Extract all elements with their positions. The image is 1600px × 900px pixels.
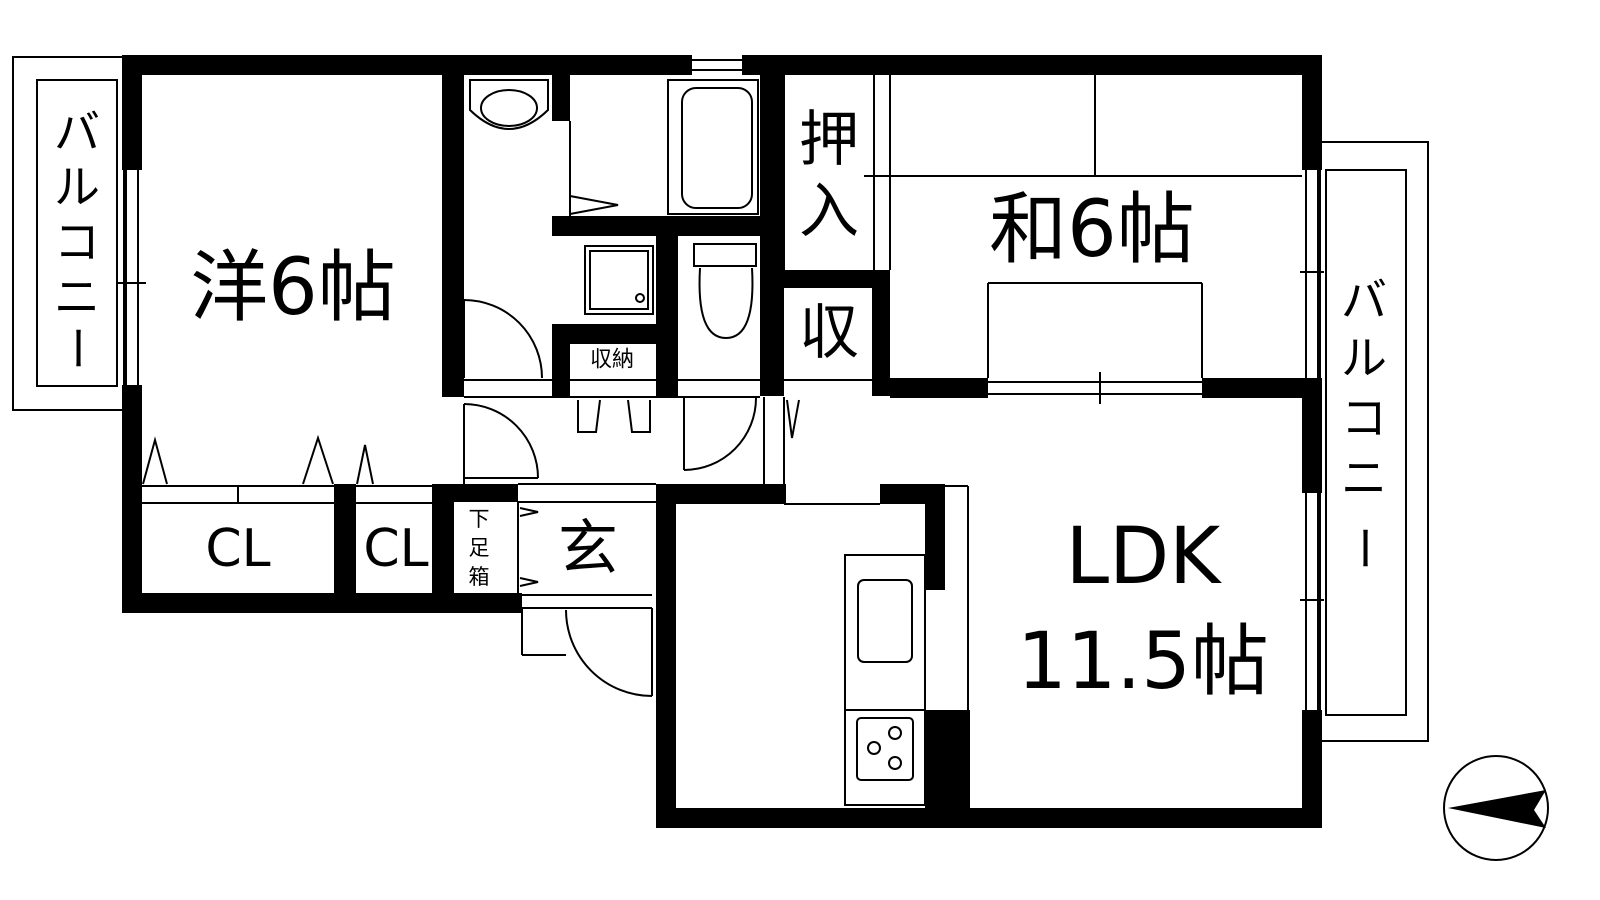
shoe-box-label-2: 足 [469,536,490,560]
closet-label-1: CL [205,519,270,579]
storage-label: 収 [799,298,859,368]
shoe-box-label-3: 箱 [469,565,490,589]
storage-small-label: 収納 [590,348,634,373]
entrance-label: 玄 [558,514,618,584]
walls [122,55,1322,828]
oshiire-label-top: 押 [799,105,859,175]
ldk-size-label: 11.5帖 [1017,617,1269,707]
stove-burner-icon [856,717,914,781]
balcony-right-char: ー [1337,525,1391,571]
washbasin-icon [469,79,549,130]
balcony-left-char: ニ [54,270,100,324]
balcony-left-char: バ [54,105,100,159]
japanese-room-label: 和6帖 [989,185,1195,275]
balcony-left-char: コ [54,215,100,269]
bathtub-icon [667,79,759,215]
washing-machine-pan-icon [584,245,654,315]
balcony-right-char: バ [1341,273,1387,327]
balcony-right-char: ニ [1341,451,1387,505]
balcony-left [12,56,125,411]
closet-label-2: CL [363,519,428,579]
balcony-left-char: ル [54,160,100,214]
shoe-box-label-1: 下 [469,507,490,531]
ldk-label: LDK [1066,512,1223,602]
oshiire-label-bottom: 入 [799,177,859,247]
toilet-icon [693,243,757,340]
balcony-right-char: コ [1341,391,1387,445]
compass-north-arrow-icon [1443,755,1549,861]
balcony-left-char: ー [50,325,104,371]
western-room-label: 洋6帖 [190,243,396,333]
balcony-right-char: ル [1341,331,1387,385]
